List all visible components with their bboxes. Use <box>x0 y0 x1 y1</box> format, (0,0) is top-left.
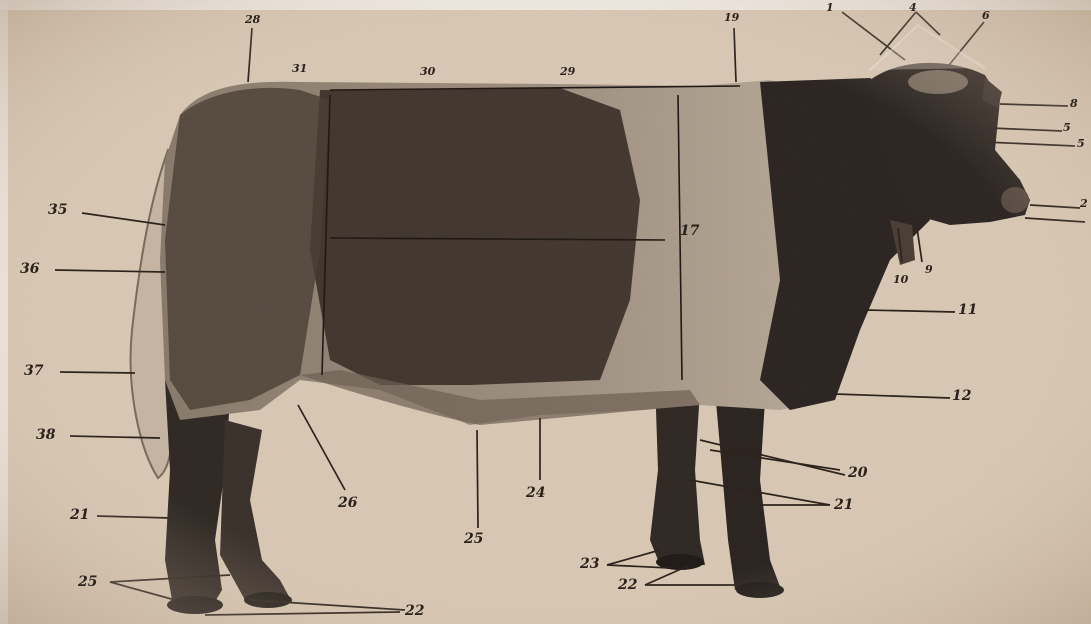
label-22-bottom: 22 <box>405 604 424 618</box>
label-38: 38 <box>36 428 55 442</box>
label-20: 20 <box>848 466 867 480</box>
label-23: 23 <box>580 557 599 571</box>
label-11: 11 <box>958 303 977 317</box>
label-22: 22 <box>618 578 637 592</box>
label-21-right: 21 <box>834 498 853 512</box>
label-29: 29 <box>560 66 575 77</box>
label-12: 12 <box>952 389 971 403</box>
label-33: 28 <box>245 14 260 25</box>
label-37: 37 <box>24 364 43 378</box>
label-17: 17 <box>680 224 699 238</box>
label-3: 5 <box>1077 138 1085 149</box>
label-10: 10 <box>893 274 908 285</box>
label-9: 9 <box>925 264 933 275</box>
label-4: 4 <box>909 2 917 13</box>
label-31: 31 <box>292 63 307 74</box>
label-24: 24 <box>526 486 545 500</box>
label-25: 25 <box>464 532 483 546</box>
label-5: 5 <box>1063 122 1071 133</box>
label-8: 8 <box>1070 98 1078 109</box>
label-6: 6 <box>982 10 990 21</box>
label-25-left: 25 <box>78 575 97 589</box>
label-2: 2 <box>1080 198 1088 209</box>
label-1: 1 <box>826 2 834 13</box>
label-19: 19 <box>724 12 739 23</box>
label-26: 26 <box>338 496 357 510</box>
label-36: 36 <box>20 262 39 276</box>
label-35: 35 <box>48 203 67 217</box>
label-21-left: 21 <box>70 508 89 522</box>
label-30: 30 <box>420 66 435 77</box>
